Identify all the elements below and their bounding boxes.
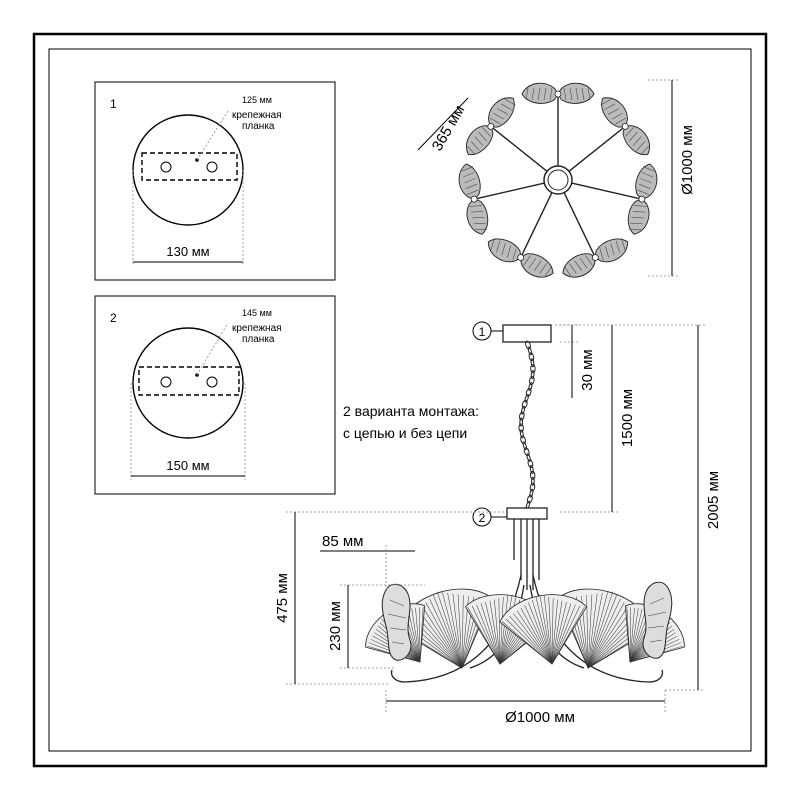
top-view-arm: [568, 125, 626, 172]
side-diameter-label: Ø1000 мм: [505, 709, 575, 726]
panel-2-screw-hole-left: [160, 376, 172, 388]
chain-link: [530, 358, 535, 368]
panel-1-plate-label-1: крепежная: [232, 110, 282, 121]
side-ornament-right: [642, 581, 673, 659]
panel-2-number: 2: [110, 311, 117, 325]
top-view-leaf-cluster: [458, 163, 489, 235]
chain-link: [530, 364, 536, 374]
panel-2-mounting-plate: [138, 366, 240, 396]
mount-panel-2: 2 145 мм крепежная планка 150 мм: [94, 295, 336, 495]
arm-offset-label: 85 мм: [322, 533, 363, 550]
side-view: 1 2 30 мм: [274, 321, 722, 726]
outer-frame: [32, 32, 768, 768]
chain-link: [519, 417, 523, 427]
total-height-label: 2005 мм: [705, 471, 722, 529]
panel-2-plate-size: 145 мм: [242, 308, 272, 318]
top-view-leaf-cluster: [521, 82, 595, 104]
top-view-arm: [520, 192, 553, 258]
chain-link: [529, 470, 536, 480]
chain-link: [526, 494, 533, 504]
panel-1-plate-size: 125 мм: [242, 95, 272, 105]
chain-link: [529, 488, 534, 498]
side-marker-2: 2: [479, 511, 486, 525]
mount-panel-1: 1 125 мм крепежная планка 130 мм: [94, 81, 336, 281]
panel-2-base-diameter: 150 мм: [166, 458, 209, 473]
panel-2-screw-hole-right: [206, 376, 218, 388]
chain-link: [529, 482, 536, 492]
top-view-arm: [474, 182, 545, 200]
top-view-arm: [563, 192, 596, 258]
chain-link: [524, 394, 529, 403]
shade-height-label: 230 мм: [327, 601, 344, 651]
top-view-leaf-cluster: [627, 163, 658, 235]
chain-link: [519, 429, 524, 439]
panel-1-base-diameter: 130 мм: [166, 244, 209, 259]
top-view-arm: [490, 125, 548, 172]
side-ornament-left: [381, 583, 412, 661]
canopy-height-label: 30 мм: [579, 349, 596, 390]
chain-link: [526, 453, 531, 462]
side-body-cup: [506, 507, 548, 520]
side-chain: [518, 340, 536, 510]
mounting-note-line2: с цепью и без цепи: [343, 425, 467, 441]
chain-link: [525, 388, 532, 397]
body-height-label: 475 мм: [274, 573, 291, 623]
panel-1-mounting-plate: [141, 152, 238, 181]
panel-1-leader-line: [196, 110, 229, 161]
chain-link: [529, 465, 534, 474]
mounting-note-line1: 2 варианта монтажа:: [343, 403, 479, 419]
side-canopy: [502, 324, 552, 343]
top-view: 365 мм Ø1000 мм: [417, 79, 696, 278]
chain-link: [525, 340, 531, 350]
top-arm-length-label: 365 мм: [429, 102, 469, 154]
panel-1-number: 1: [110, 97, 117, 111]
inner-frame: [48, 48, 752, 752]
panel-2-plate-label-1: крепежная: [232, 323, 282, 334]
chain-link: [519, 411, 525, 421]
chain-link: [528, 352, 535, 362]
top-view-leaf-cluster: [562, 238, 629, 278]
chain-link: [531, 476, 535, 486]
side-marker-1: 1: [479, 325, 486, 339]
top-view-leaf-cluster: [487, 238, 554, 278]
panel-2-base-circle: [132, 327, 244, 439]
side-stem: [513, 519, 540, 590]
chain-link: [527, 346, 533, 356]
panel-1-screw-hole-left: [160, 161, 172, 173]
top-view-hub-inner: [547, 169, 569, 191]
top-view-arms: [458, 82, 658, 278]
side-leaf: [499, 594, 588, 665]
side-leaves: [365, 588, 685, 669]
panel-1-frame: [94, 81, 336, 281]
top-arm-dimension-line: [417, 97, 469, 151]
chain-link: [523, 447, 530, 457]
chain-link: [520, 435, 526, 445]
chain-link: [520, 405, 526, 415]
panel-1-plate-label-2: планка: [242, 121, 275, 132]
panel-2-plate-label-2: планка: [242, 334, 275, 345]
panel-1-screw-hole-right: [206, 161, 218, 173]
chain-length-label: 1500 мм: [619, 389, 636, 447]
top-view-arm: [571, 182, 642, 200]
chain-link: [529, 376, 535, 385]
chain-link: [527, 459, 534, 468]
chain-link: [521, 399, 528, 409]
top-diameter-label: Ø1000 мм: [679, 125, 696, 195]
top-view-leaf-cluster: [466, 97, 516, 156]
chain-link: [528, 382, 533, 391]
top-view-leaf-cluster: [600, 97, 650, 156]
chain-link: [530, 370, 535, 380]
chain-link: [522, 441, 527, 451]
chain-link: [518, 423, 524, 433]
